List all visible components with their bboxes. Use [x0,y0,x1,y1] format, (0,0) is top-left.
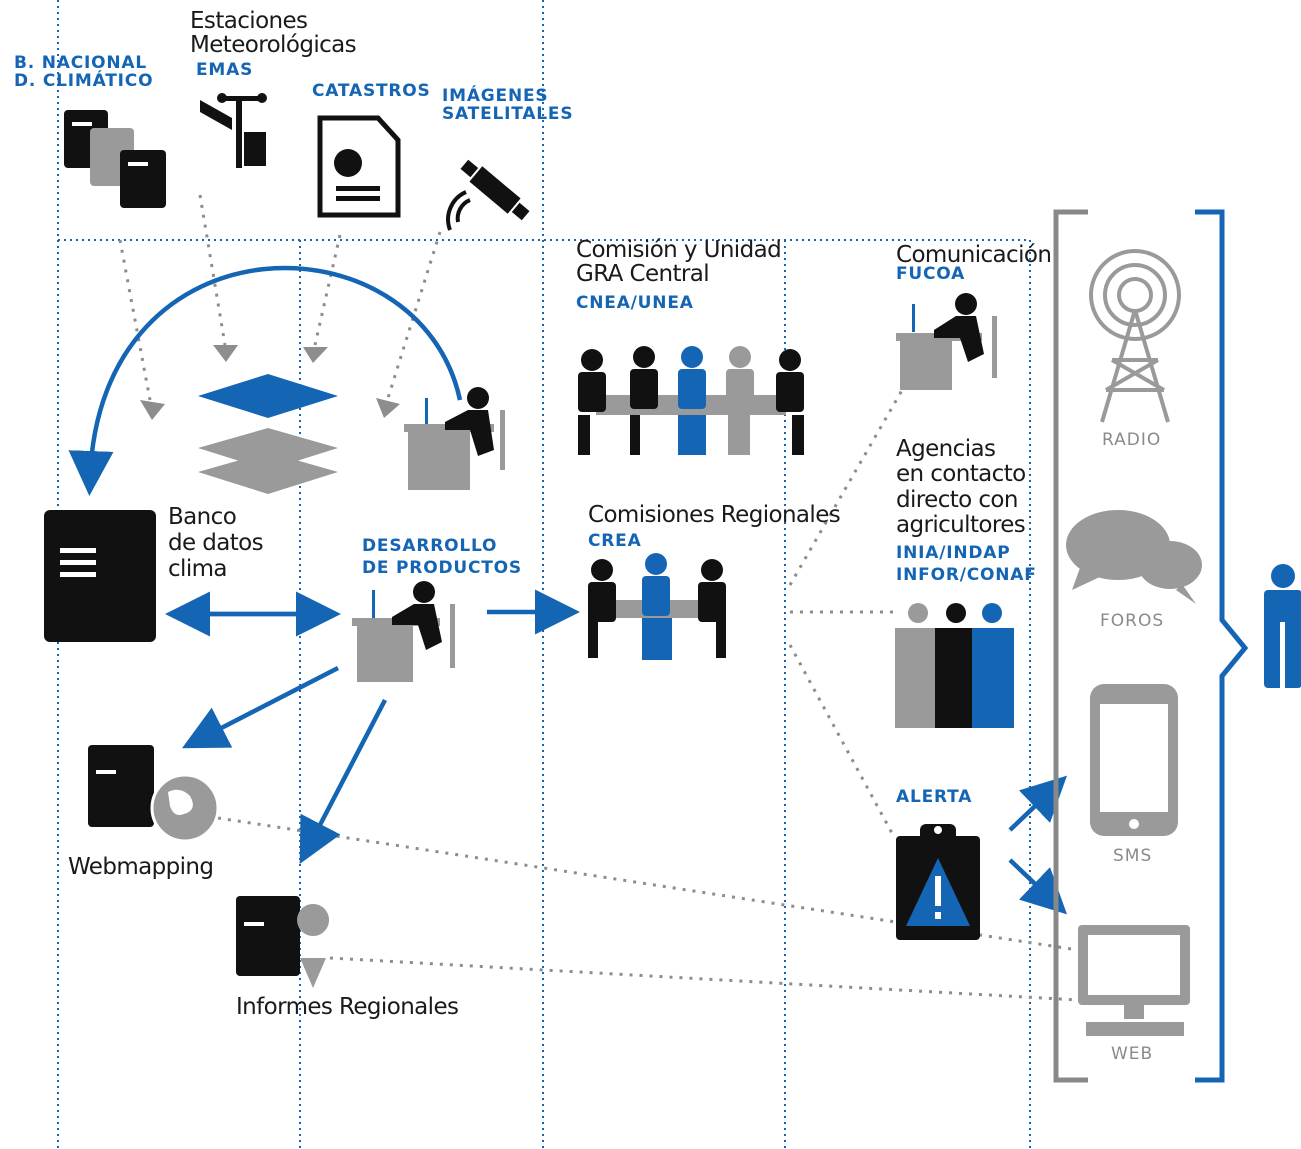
central-commission-label: Comisión y Unidad GRA Central [576,237,782,288]
server-globe-icon [88,745,220,843]
banco-label-line: clima [168,555,228,582]
desarrollo-label-line: DESARROLLO [362,536,498,556]
blue-arrows [68,265,1068,915]
channel-web-label: WEB [1111,1044,1154,1064]
channel-radio-label: RADIO [1102,430,1162,450]
source-label-bnacional: B. NACIONAL D. CLIMÁTICO [14,53,154,91]
source-label-line: B. NACIONAL [14,53,147,73]
webmapping-label: Webmapping [68,854,214,880]
computer-monitor-icon [1078,925,1190,1036]
weather-station-icon [200,93,267,168]
agencies-orgs: INIA/INDAP INFOR/CONAF [896,542,1037,586]
desarrollo-label-line: DE PRODUCTOS [362,558,522,579]
channels-bracket [1053,209,1249,1083]
agencies-org-line: INFOR/CONAF [896,565,1037,586]
source-label-catastros: CATASTROS [312,81,431,101]
communication-label: Comunicación [896,242,1052,268]
forum-bubbles-icon [1066,510,1202,604]
satellite-icon [446,159,530,231]
server-icon [44,510,156,642]
agencies-org-line: INIA/INDAP [896,543,1011,563]
agencies-label: Agencias en contacto directo con agricul… [896,436,1026,538]
agencies-label-line: agricultores [896,511,1026,538]
source-label-estaciones: Estaciones Meteorológicas [190,8,357,59]
source-label-line: IMÁGENES [442,86,549,106]
source-label-line: Meteorológicas [190,32,357,59]
end-user-icon [1264,564,1301,688]
communication-code: FUCOA [896,264,966,284]
source-label-emas: EMAS [196,60,254,80]
central-commission-code: CNEA/UNEA [576,293,694,313]
channel-sms-label: SMS [1113,846,1153,866]
banco-label: Banco de datos clima [168,504,264,582]
smartphone-icon [1090,684,1178,836]
meeting-table-icon [578,346,804,455]
document-icon [317,115,401,218]
regional-commissions-label: Comisiones Regionales [588,502,841,528]
people-group-icon [895,603,1014,728]
server-pin-icon [236,896,330,988]
desarrollo-label: DESARROLLO DE PRODUCTOS [362,535,522,579]
source-label-line: SATELITALES [442,103,574,124]
source-label-imagenes: IMÁGENES SATELITALES [442,86,574,124]
agencies-label-line: directo con [896,486,1018,513]
regional-reports-label: Informes Regionales [236,994,459,1020]
agencies-label-line: Agencias [896,436,996,462]
alert-clipboard-icon [896,824,980,940]
source-label-line: D. CLIMÁTICO [14,70,154,91]
source-arrows [118,194,442,401]
regional-commissions-code: CREA [588,531,642,551]
agencies-label-line: en contacto [896,461,1026,488]
meeting-table-icon [588,553,726,660]
alert-label: ALERTA [896,787,973,807]
source-label-line: Estaciones [190,8,308,34]
worker-desk-icon [404,387,505,490]
servers-stack-icon [64,110,166,208]
central-commission-line: Comisión y Unidad [576,237,782,263]
source-arrowheads [140,345,400,420]
radio-tower-icon [1089,249,1181,423]
worker-desk-icon [896,293,997,390]
channel-foros-label: FOROS [1100,611,1165,631]
banco-label-line: de datos [168,529,264,556]
central-commission-line: GRA Central [576,261,710,288]
banco-label-line: Banco [168,504,237,530]
layers-icon [198,374,338,494]
worker-desk-icon [352,581,455,682]
dotted-connectors [217,384,1079,1002]
